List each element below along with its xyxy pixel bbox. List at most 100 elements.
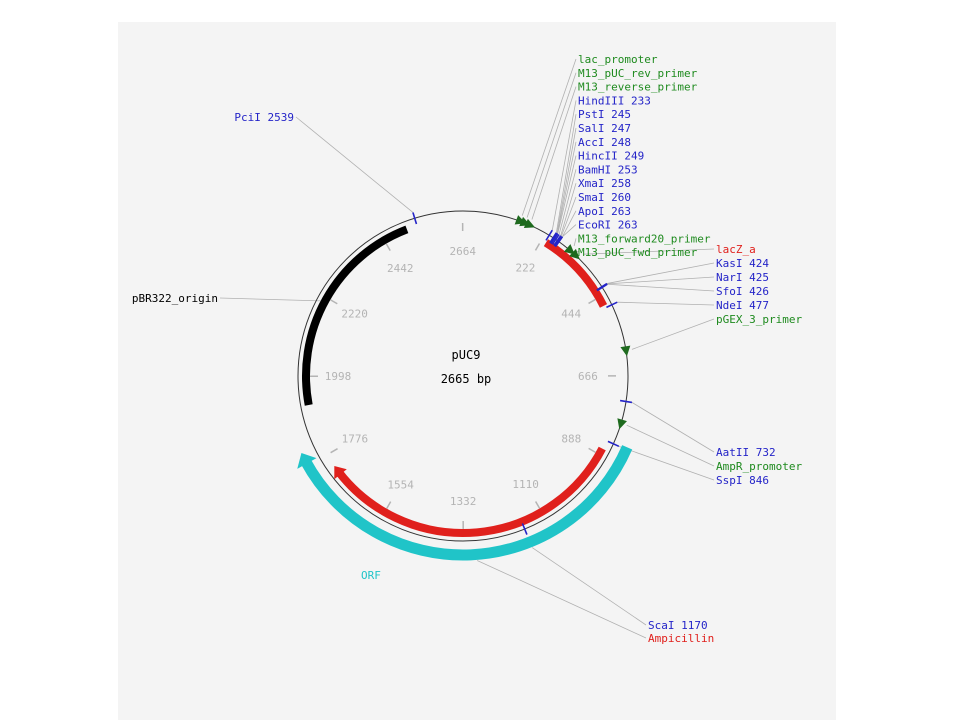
- cut-site-mark: [550, 233, 559, 245]
- primer-arrow: [620, 345, 631, 357]
- leader-line: [556, 127, 577, 234]
- tick-label: 2442: [387, 262, 414, 275]
- leader-line: [617, 301, 715, 306]
- feature-arrow-ampicillin: [334, 465, 347, 480]
- tick-label: 1110: [512, 478, 539, 491]
- leader-line: [562, 224, 577, 238]
- leader-line: [631, 318, 715, 350]
- cut-site-mark: [619, 399, 633, 404]
- label-ampr-promoter: AmpR_promoter: [716, 460, 802, 473]
- leader-line: [551, 100, 577, 231]
- label-hindiii-233: HindIII 233: [578, 94, 651, 107]
- leader-line: [531, 547, 647, 626]
- tick-mark: [386, 501, 392, 509]
- label-m13-puc-fwd-primer: M13_pUC_fwd_primer: [578, 246, 698, 259]
- leader-line: [557, 155, 577, 234]
- tick-label: 1554: [387, 478, 414, 491]
- tick-label: 222: [516, 262, 536, 275]
- plasmid-map: 222 444 666 888 1110 1332 1554 1776 1998 2220 2442…: [132, 53, 803, 645]
- tick-mark: [534, 243, 541, 251]
- label-apoi-263: ApoI 263: [578, 205, 631, 218]
- feature-arc-ampicillin: [336, 446, 606, 537]
- leader-line: [531, 86, 577, 220]
- leader-line: [558, 169, 577, 235]
- leader-line: [583, 248, 715, 255]
- cut-site-mark: [553, 235, 563, 247]
- primer-arrow: [563, 244, 575, 255]
- tick-mark: [385, 243, 391, 251]
- cut-site-mark: [551, 234, 560, 245]
- feature-arrow-orf: [297, 453, 317, 469]
- site-marks: [412, 212, 633, 535]
- label-sfoi-426: SfoI 426: [716, 285, 769, 298]
- primer-arrow: [523, 218, 536, 228]
- leader-line: [607, 276, 715, 285]
- cut-site-mark: [607, 440, 620, 448]
- leader-line: [219, 297, 326, 302]
- cut-site-mark: [596, 283, 608, 292]
- label-acci-248: AccI 248: [578, 136, 631, 149]
- leader-line: [562, 210, 577, 238]
- tick-mark: [534, 501, 541, 509]
- primer-arrow: [569, 248, 580, 260]
- tick-label: 1776: [342, 433, 369, 446]
- label-pcii-2539: PciI 2539: [234, 111, 294, 124]
- tick-mark: [588, 298, 596, 305]
- label-smai-260: SmaI 260: [578, 191, 631, 204]
- tick-label: 888: [561, 432, 581, 445]
- leader-line: [618, 445, 715, 481]
- tick-label: 1998: [325, 370, 352, 383]
- label-m13-reverse-primer: M13_reverse_primer: [578, 81, 698, 94]
- label-kasi-424: KasI 424: [716, 257, 769, 270]
- primer-arrow: [617, 418, 627, 430]
- label-ndei-477: NdeI 477: [716, 299, 769, 312]
- label-lac-promoter: lac_promoter: [578, 53, 658, 66]
- label-hincii-249: HincII 249: [578, 150, 644, 163]
- backbone-circle: [297, 210, 629, 542]
- tick-labels: 222 444 666 888 1110 1332 1554 1776 1998 2220 2442…: [309, 222, 617, 530]
- leader-line: [556, 141, 577, 234]
- cut-site-mark: [521, 523, 528, 535]
- tick-mark: [588, 447, 596, 454]
- site-labels: lac_promoterM13_pUC_rev_primerM13_revers…: [132, 53, 803, 645]
- tick-label: 2664: [449, 245, 476, 258]
- leader-line: [626, 424, 715, 467]
- leader-line: [526, 72, 577, 218]
- plasmid-name: pUC9: [452, 348, 481, 362]
- tick-mark: [330, 448, 338, 454]
- label-ecori-263: EcoRI 263: [578, 219, 638, 232]
- label-aatii-732: AatII 732: [716, 446, 776, 459]
- tick-label: 444: [561, 307, 581, 320]
- tick-label: 2220: [341, 308, 368, 321]
- leader-line: [555, 114, 577, 233]
- label-lacz-a: lacZ_a: [716, 243, 756, 256]
- leader-lines: [219, 58, 715, 639]
- label-ampicillin: Ampicillin: [648, 632, 714, 645]
- label-m13-puc-rev-primer: M13_pUC_rev_primer: [578, 67, 698, 80]
- cut-site-mark: [412, 212, 418, 225]
- cut-site-mark: [554, 236, 564, 248]
- tick-mark: [329, 299, 338, 305]
- label-sali-247: SalI 247: [578, 122, 631, 135]
- leader-line: [521, 58, 577, 216]
- leader-line: [560, 183, 577, 236]
- label-bamhi-253: BamHI 253: [578, 163, 638, 176]
- plasmid-backbone: [297, 210, 629, 542]
- tick-label: 666: [578, 370, 598, 383]
- plasmid-size: 2665 bp: [441, 372, 492, 386]
- label-orf: ORF: [361, 569, 381, 582]
- leader-line: [295, 116, 414, 213]
- leader-line: [607, 283, 715, 292]
- feature-arcs: [297, 225, 633, 561]
- feature-arc-orf: [300, 445, 633, 561]
- leader-line: [561, 196, 577, 237]
- label-pgex-3-primer: pGEX_3_primer: [716, 313, 802, 326]
- leader-line: [573, 238, 577, 247]
- tick-label: 1332: [450, 495, 477, 508]
- leader-line: [476, 560, 647, 639]
- label-m13-forward20-primer: M13_forward20_primer: [578, 232, 711, 245]
- label-scai-1170: ScaI 1170: [648, 619, 708, 632]
- cut-site-mark: [606, 301, 618, 309]
- cut-site-mark: [545, 229, 553, 241]
- plasmid-map-panel: 222 444 666 888 1110 1332 1554 1776 1998 2220 2442…: [118, 22, 836, 720]
